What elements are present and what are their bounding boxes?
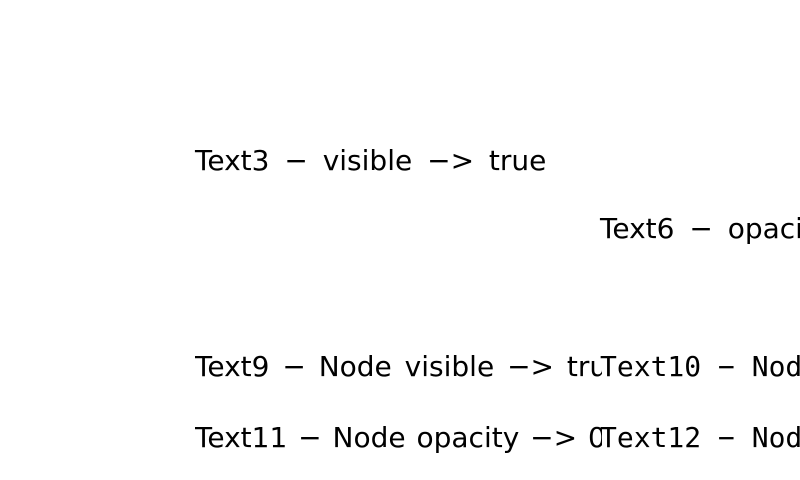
text-label-text11: Text11 − Node opacity −> 0: [195, 424, 602, 454]
text-label-text12: Text12 − Node: [600, 421, 800, 454]
text-label-text9: Text9 − Node visible −> true: [195, 353, 602, 383]
text-label-text11-clipbox: Text11 − Node opacity −> 0: [195, 424, 602, 460]
text-label-text9-clipbox: Text9 − Node visible −> true: [195, 353, 602, 389]
text-label-text3: Text3 − visible −> true: [195, 144, 547, 177]
text-label-text6: Text6 − opacity: [600, 212, 800, 245]
text-label-text10: Text10 − Node: [600, 350, 800, 383]
